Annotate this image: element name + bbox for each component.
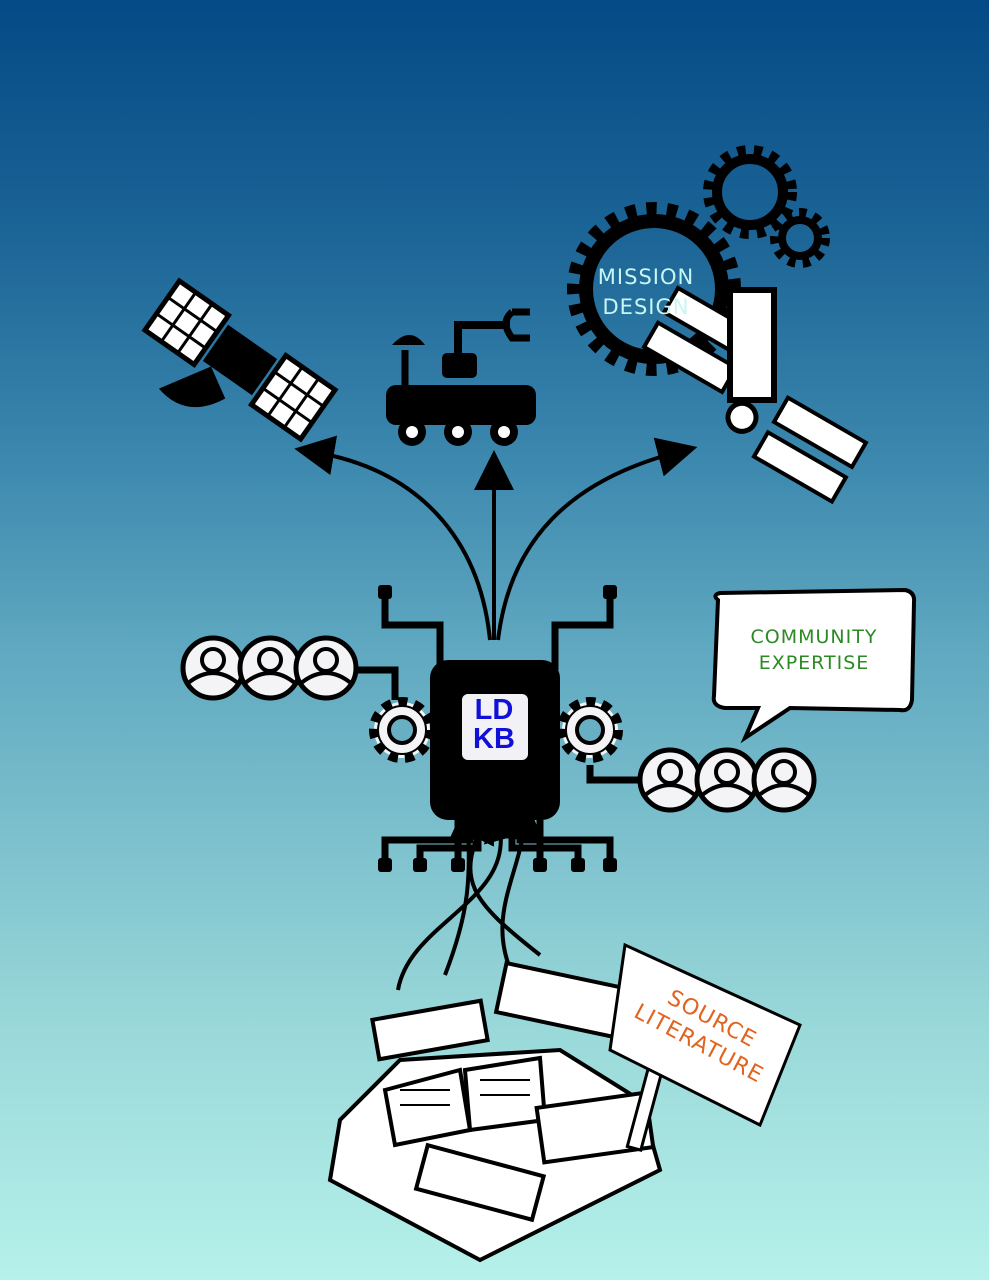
right-gear-icon: [557, 697, 623, 763]
mission-design-line1: MISSION: [597, 265, 695, 289]
ldkb-label: LD KB: [461, 696, 527, 754]
book-pile-icon: [327, 960, 663, 1263]
community-line2: EXPERTISE: [758, 652, 870, 674]
chip-pins: [378, 585, 617, 872]
medium-gear-icon: [703, 145, 797, 239]
rover-icon: [386, 308, 536, 446]
speech-bubble: [711, 587, 917, 744]
output-arrows: [294, 435, 698, 641]
telescope-satellite-icon: [641, 285, 869, 505]
community-line1: COMMUNITY: [750, 626, 878, 648]
ldkb-line2: KB: [473, 723, 515, 755]
mission-design-label: MISSION DESIGN: [576, 262, 716, 322]
satellite-icon: [141, 277, 339, 443]
small-gear-icon: [770, 208, 830, 268]
ldkb-chip-label-box: [462, 694, 528, 760]
ldkb-line1: LD: [474, 694, 514, 726]
right-user-group-icon: [640, 750, 814, 810]
source-sign-icon: [608, 942, 802, 1152]
left-gear-icon: [369, 697, 435, 763]
left-user-group-icon: [183, 638, 356, 698]
mission-design-line2: DESIGN: [602, 295, 690, 319]
community-expertise-label: COMMUNITY EXPERTISE: [716, 624, 912, 676]
